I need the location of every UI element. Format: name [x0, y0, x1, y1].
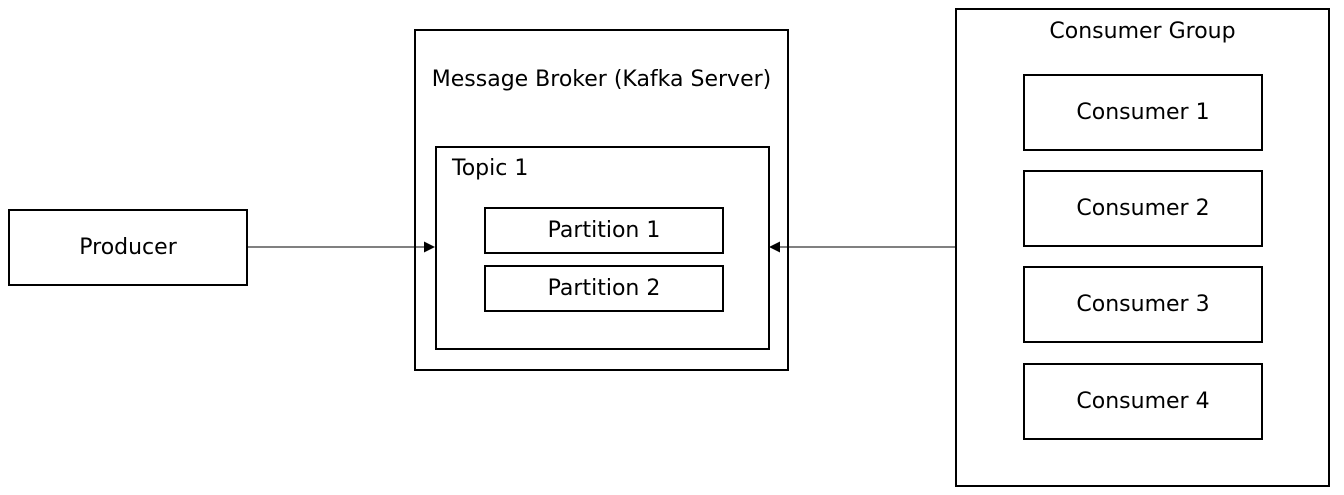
producer-to-broker-arrow — [248, 241, 435, 253]
consumer-label: Consumer 4 — [1076, 389, 1210, 414]
consumer-label: Consumer 3 — [1076, 292, 1210, 317]
consumer-group-to-topic-arrow — [769, 241, 955, 253]
message-broker-title: Message Broker (Kafka Server) — [431, 67, 772, 92]
consumer-group-title: Consumer Group — [1049, 19, 1236, 44]
message-broker-box: Message Broker (Kafka Server) Topic 1 Pa… — [414, 29, 789, 371]
consumer-box: Consumer 4 — [1023, 363, 1263, 440]
consumer-box: Consumer 3 — [1023, 266, 1263, 343]
partition-label: Partition 2 — [547, 276, 661, 301]
consumer-label: Consumer 2 — [1076, 196, 1210, 221]
consumer-box: Consumer 1 — [1023, 74, 1263, 151]
partition-box: Partition 2 — [484, 265, 724, 312]
consumer-box: Consumer 2 — [1023, 170, 1263, 247]
consumer-label: Consumer 1 — [1076, 100, 1210, 125]
producer-label: Producer — [79, 235, 177, 260]
partition-label: Partition 1 — [547, 218, 661, 243]
partition-box: Partition 1 — [484, 207, 724, 254]
topic-box: Topic 1 Partition 1 Partition 2 — [435, 146, 770, 350]
topic-title: Topic 1 — [452, 156, 529, 181]
producer-box: Producer — [8, 209, 248, 286]
consumer-group-box: Consumer Group Consumer 1 Consumer 2 Con… — [955, 8, 1330, 487]
